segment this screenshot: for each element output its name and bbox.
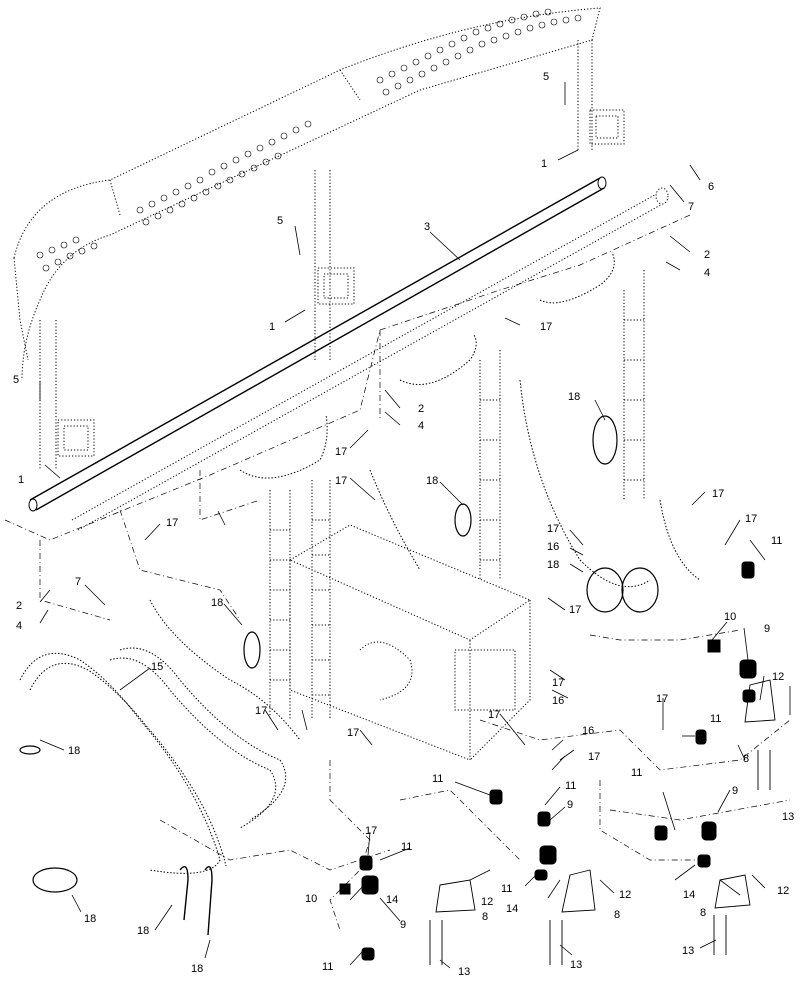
callout-11: 11 — [631, 767, 642, 779]
callout-15: 15 — [151, 661, 163, 673]
mount-brackets — [429, 679, 776, 965]
callout-2: 2 — [704, 249, 710, 261]
callout-18: 18 — [191, 963, 203, 975]
callout-2: 2 — [418, 403, 424, 415]
callout-16: 16 — [547, 541, 559, 553]
callout-14: 14 — [386, 894, 398, 906]
callout-18: 18 — [426, 475, 438, 487]
tank-box — [288, 524, 532, 761]
callout-18: 18 — [547, 559, 559, 571]
callout-12: 12 — [481, 896, 493, 908]
callout-9: 9 — [567, 799, 573, 811]
callout-8: 8 — [743, 753, 749, 765]
callout-17: 17 — [166, 517, 178, 529]
callout-13: 13 — [682, 945, 694, 957]
callout-1: 1 — [269, 321, 275, 333]
callout-1: 1 — [541, 158, 547, 170]
callout-7: 7 — [75, 576, 81, 588]
callout-17: 17 — [547, 523, 559, 535]
callout-13: 13 — [782, 811, 794, 823]
callout-17: 17 — [745, 513, 757, 525]
callout-10: 10 — [724, 611, 736, 623]
hose-assemblies — [19, 379, 701, 874]
callout-3: 3 — [424, 221, 430, 233]
callout-labels: 5 1 6 7 3 5 2 4 1 17 5 2 4 18 17 1 17 18… — [13, 71, 794, 978]
callout-18: 18 — [137, 925, 149, 937]
callout-11: 11 — [771, 535, 782, 547]
callout-5: 5 — [543, 71, 549, 83]
callout-1: 1 — [18, 474, 24, 486]
callout-18: 18 — [84, 913, 96, 925]
callout-17: 17 — [588, 751, 600, 763]
callout-12: 12 — [777, 885, 789, 897]
callout-17: 17 — [335, 446, 347, 458]
callout-17: 17 — [365, 825, 377, 837]
callout-13: 13 — [570, 959, 582, 971]
callout-5: 5 — [13, 374, 19, 386]
callout-11: 11 — [710, 713, 721, 725]
callout-17: 17 — [347, 727, 359, 739]
callout-9: 9 — [732, 785, 738, 797]
callout-16: 16 — [552, 695, 564, 707]
callout-4: 4 — [16, 620, 22, 632]
callout-13: 13 — [458, 966, 470, 978]
callout-7: 7 — [688, 201, 694, 213]
callout-17: 17 — [488, 709, 500, 721]
assembly-lines — [4, 214, 791, 931]
callout-8: 8 — [482, 911, 488, 923]
callout-14: 14 — [683, 889, 695, 901]
callout-11: 11 — [322, 961, 333, 973]
cable-ties — [19, 415, 659, 936]
callout-10: 10 — [305, 893, 317, 905]
callout-2: 2 — [16, 600, 22, 612]
support-legs — [39, 40, 625, 470]
callout-17: 17 — [569, 604, 581, 616]
callout-4: 4 — [704, 267, 710, 279]
callout-17: 17 — [552, 677, 564, 689]
handrail-bars — [28, 176, 669, 531]
callout-9: 9 — [764, 623, 770, 635]
grating-holes — [36, 8, 582, 272]
callout-4: 4 — [418, 420, 424, 432]
callout-17: 17 — [656, 693, 668, 705]
handrail-loops — [239, 251, 615, 479]
ladders — [269, 270, 645, 720]
callout-11: 11 — [401, 841, 412, 853]
callout-16: 16 — [582, 725, 594, 737]
callout-17: 17 — [255, 705, 267, 717]
callout-11: 11 — [565, 780, 576, 792]
callout-11: 11 — [501, 883, 512, 895]
callout-11: 11 — [432, 773, 443, 785]
callout-18: 18 — [568, 391, 580, 403]
callout-9: 9 — [400, 919, 406, 931]
callout-14: 14 — [506, 903, 518, 915]
callout-18: 18 — [211, 597, 223, 609]
callout-17: 17 — [540, 321, 552, 333]
callout-17: 17 — [712, 488, 724, 500]
walkway-platform — [13, 7, 601, 381]
callout-12: 12 — [619, 889, 631, 901]
leader-lines — [39, 82, 791, 969]
hose-fittings — [339, 561, 757, 961]
callout-6: 6 — [708, 181, 714, 193]
callout-17: 17 — [335, 475, 347, 487]
callout-5: 5 — [277, 215, 283, 227]
callout-8: 8 — [614, 909, 620, 921]
callout-12: 12 — [772, 671, 784, 683]
callout-18: 18 — [68, 745, 80, 757]
callout-8: 8 — [700, 907, 706, 919]
